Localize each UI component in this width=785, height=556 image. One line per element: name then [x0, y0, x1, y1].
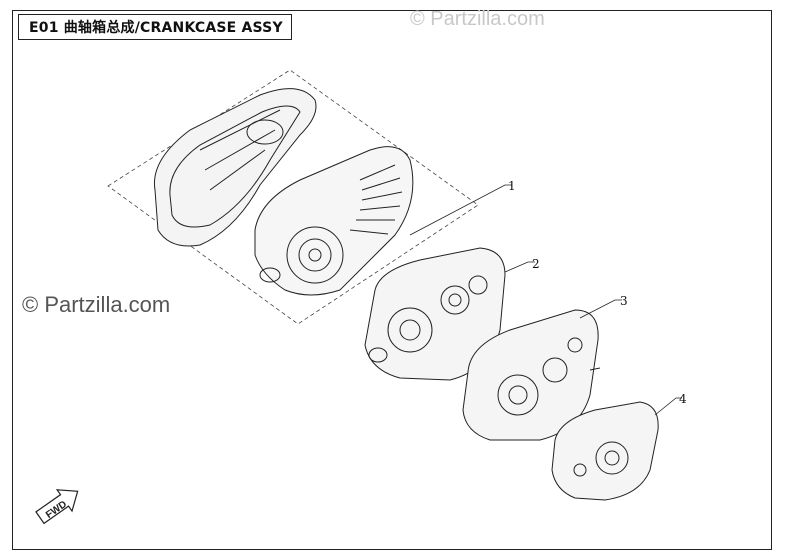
callout-2: 2: [532, 257, 540, 271]
callout-4: 4: [679, 392, 687, 406]
callout-leaders: [409, 184, 682, 416]
callout-1: 1: [508, 179, 516, 193]
cvt-inner-cover[interactable]: [254, 146, 414, 296]
title-text: E01 曲轴箱总成/CRANKCASE ASSY: [29, 20, 283, 36]
drawing-frame: [12, 10, 772, 550]
page-title: E01 曲轴箱总成/CRANKCASE ASSY: [18, 14, 292, 40]
rear-cover[interactable]: [551, 401, 659, 501]
callout-3: 3: [620, 294, 628, 308]
watermark-top: © Partzilla.com: [410, 8, 545, 30]
cvt-outer-cover[interactable]: [153, 88, 317, 247]
watermark-left: © Partzilla.com: [22, 292, 171, 317]
part1-group-outline: [107, 69, 479, 325]
crankcase-left-half[interactable]: [364, 247, 506, 381]
fwd-arrow-icon: [35, 489, 79, 525]
crankcase-right-half[interactable]: [462, 309, 601, 441]
